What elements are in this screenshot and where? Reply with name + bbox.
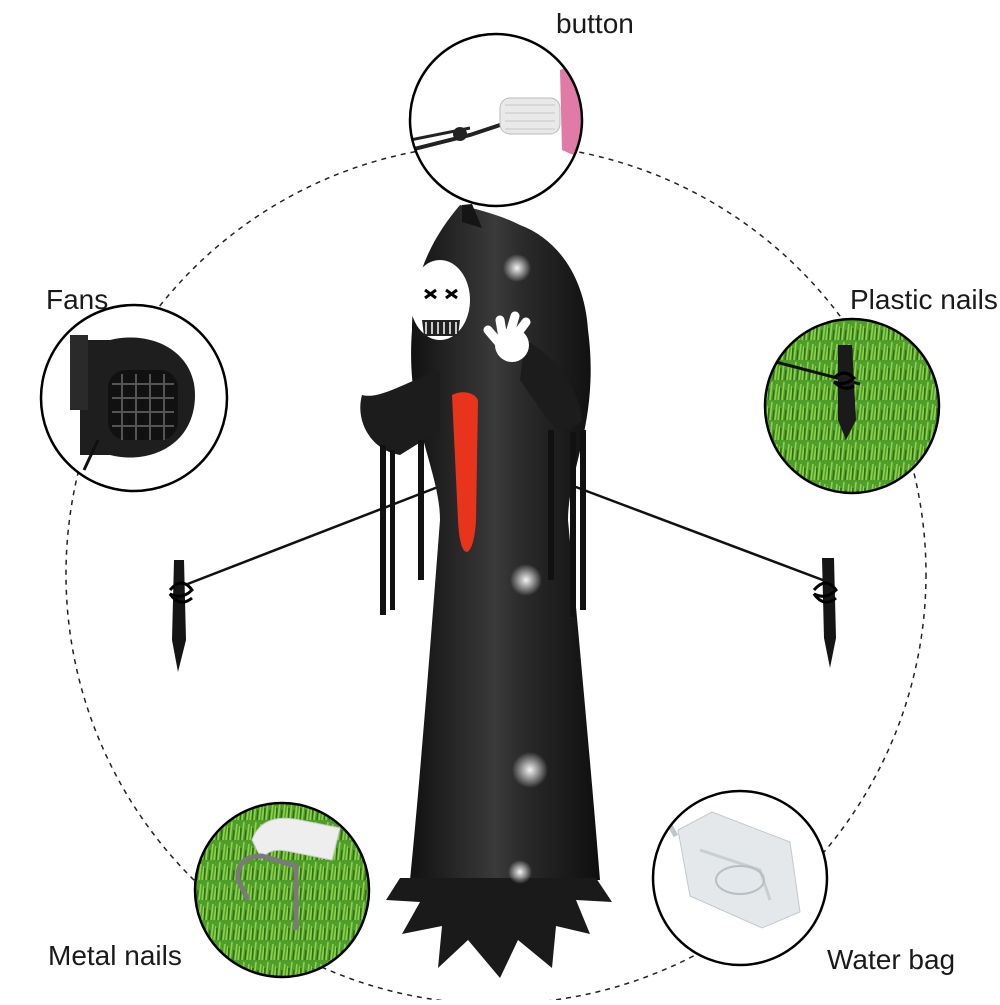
tether-ropes	[184, 476, 829, 587]
dashed-guide-circle	[65, 143, 927, 1005]
metal-nails-photo	[193, 801, 371, 979]
button-detail-photo	[408, 32, 584, 208]
right-stake-icon	[812, 558, 838, 668]
label-metal-nails: Metal nails	[48, 940, 182, 971]
plastic-nails-photo	[763, 317, 941, 495]
label-button: button	[556, 8, 634, 39]
grim-reaper-inflatable	[333, 204, 612, 978]
label-fans: Fans	[46, 284, 109, 315]
fan-blower-photo	[39, 303, 229, 493]
label-water-bag: Water bag	[827, 944, 956, 975]
water-bag-photo	[651, 789, 829, 967]
label-plastic-nails: Plastic nails	[850, 284, 998, 315]
left-stake-icon	[168, 560, 194, 672]
